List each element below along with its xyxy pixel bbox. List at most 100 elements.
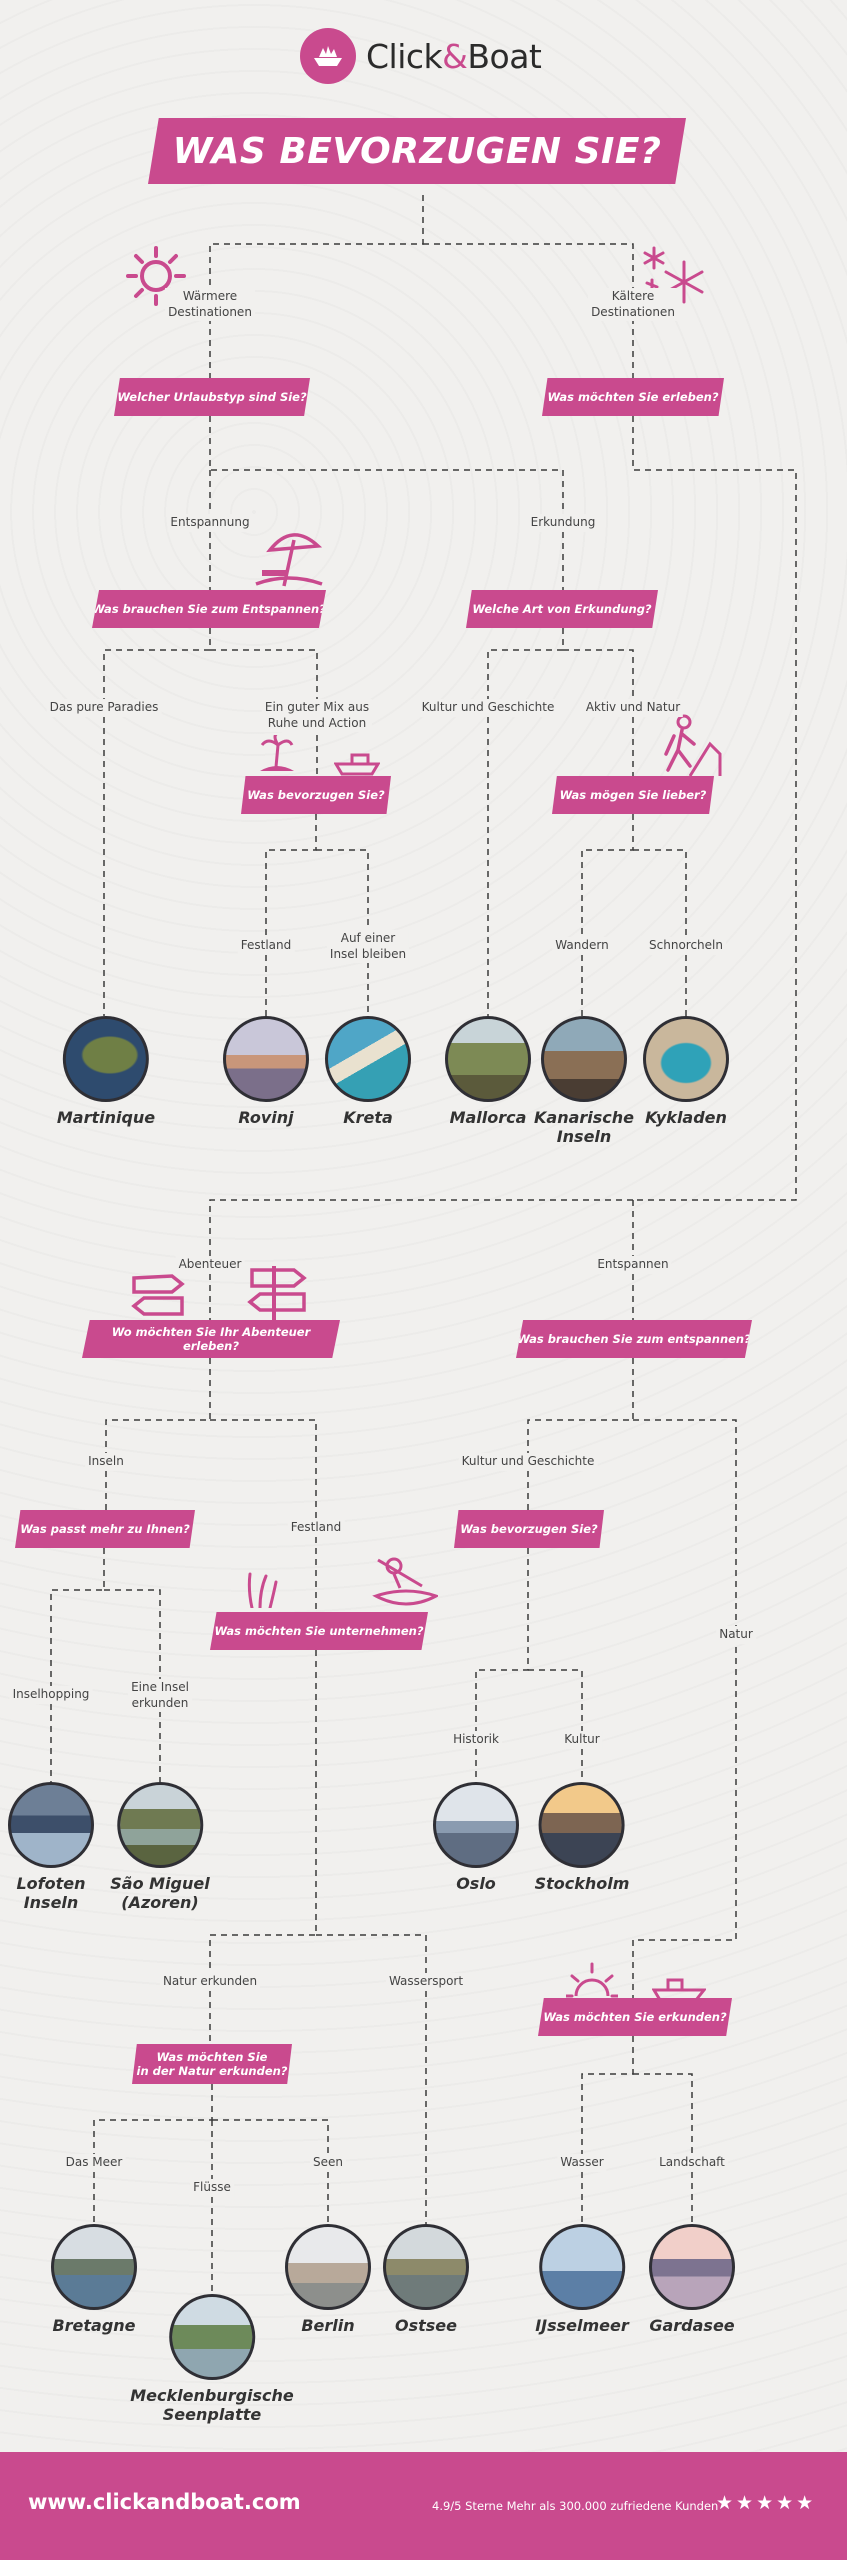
branch-cold-label: Kältere Destinationen [588,288,678,322]
question-moegen: Was mögen Sie lieber? [552,776,714,814]
connector-line [423,243,634,288]
destination-oslo[interactable]: Oslo [433,1782,519,1893]
question-erkundung: Welche Art von Erkundung? [466,590,658,628]
label-inseln: Inseln [85,1453,127,1471]
question-bevorzugen-cold: Was bevorzugen Sie? [454,1510,604,1548]
label-aktiv-natur: Aktiv und Natur [582,699,684,717]
destination-stockholm[interactable]: Stockholm [535,1782,629,1893]
connector-line [633,2073,693,2154]
question-erkunden: Was möchten Sie erkunden? [538,1998,732,2036]
page-title: WAS BEVORZUGEN SIE? [148,118,686,184]
destination-photo [285,2224,371,2310]
destination-sao-miguel[interactable]: São Miguel (Azoren) [110,1782,210,1912]
connector-line [103,628,211,699]
kayak-icon [372,1557,438,1606]
destination-kanarische[interactable]: Kanarische Inseln [534,1016,634,1146]
label-mix: Ein guter Mix aus Ruhe und Action [261,699,373,733]
connector-line [93,2084,213,2154]
connector-line [528,1669,583,1731]
destination-photo [649,2224,735,2310]
footer: www.clickandboat.com 4.9/5 Sterne Mehr a… [0,2452,847,2560]
question-urlaubstyp: Welcher Urlaubstyp sind Sie? [114,378,310,416]
question-unternehmen: Was möchten Sie unternehmen? [210,1612,428,1650]
connector-line [265,814,317,937]
connector-line [209,1199,633,1256]
signpost-icon [131,1274,185,1316]
destination-lofoten[interactable]: Lofoten Inseln [8,1782,94,1912]
destination-gardasee[interactable]: Gardasee [649,2224,735,2335]
connector-line [487,628,564,699]
label-natur-erkunden: Natur erkunden [159,1973,261,1991]
beach-umbrella-icon [255,533,323,587]
connector-line [316,1934,427,1973]
label-fluesse: Flüsse [190,2179,234,2197]
label-wasser: Wasser [557,2154,607,2172]
destination-photo [325,1016,411,1102]
question-entspannen-warm: Was brauchen Sie zum Entspannen? [92,590,326,628]
destination-photo [63,1016,149,1102]
label-festland-warm: Festland [237,937,295,955]
destination-kykladen[interactable]: Kykladen [643,1016,729,1127]
destination-photo [539,2224,625,2310]
brand-logo: Click&Boat [300,26,542,86]
label-inselhopping: Inselhopping [9,1686,93,1704]
label-kultur-geschichte-warm: Kultur und Geschichte [418,699,558,717]
destination-photo [445,1016,531,1102]
connector-line [212,2119,329,2154]
label-wassersport: Wassersport [385,1973,467,1991]
label-landschaft: Landschaft [656,2154,728,2172]
label-kultur-geschichte-cold: Kultur und Geschichte [458,1453,598,1471]
question-abenteuer: Wo möchten Sie Ihr Abenteuer erleben? [82,1320,340,1358]
connector-line [210,649,318,699]
destination-martinique[interactable]: Martinique [57,1016,155,1127]
connector-line [104,1589,161,1679]
connector-line [527,1358,634,1453]
label-das-meer: Das Meer [62,2154,126,2172]
label-pure-paradies: Das pure Paradies [46,699,162,717]
destination-bretagne[interactable]: Bretagne [51,2224,137,2335]
destination-kreta[interactable]: Kreta [325,1016,411,1127]
destination-berlin[interactable]: Berlin [285,2224,371,2335]
question-entspannen-cold: Was brauchen Sie zum entspannen? [516,1320,752,1358]
label-eine-insel: Eine Insel erkunden [128,1679,192,1713]
destination-photo [117,1782,203,1868]
label-kultur: Kultur [561,1731,603,1749]
destination-photo [168,2294,255,2380]
label-festland-cold: Festland [287,1519,345,1537]
label-entspannung: Entspannung [167,514,253,532]
label-erkundung: Erkundung [527,514,599,532]
destination-photo [433,1782,519,1868]
destination-mallorca[interactable]: Mallorca [445,1016,531,1127]
connector-line [563,649,634,699]
connector-line [209,195,424,288]
boat-icon [334,753,380,776]
connector-line [50,1548,105,1686]
branch-warm-label: Wärmere Destinationen [165,288,255,322]
reeds-icon [247,1572,278,1608]
label-insel-bleiben: Auf einer Insel bleiben [326,930,410,964]
destination-ostsee[interactable]: Ostsee [383,2224,469,2335]
connector-line [633,849,687,937]
label-schnorcheln: Schnorcheln [646,937,726,955]
destination-ijsselmeer[interactable]: IJsselmeer [535,2224,629,2335]
connector-line [105,1358,211,1453]
label-natur: Natur [716,1626,756,1644]
connector-line [210,1419,317,1519]
connector-line [581,2036,634,2154]
connector-line [632,416,797,1201]
sun-icon [566,1962,618,1998]
destination-mecklenburg[interactable]: Mecklenburgische Seenplatte [130,2294,294,2424]
rating-stars-icon: ★★★★★ [716,2492,817,2514]
footer-url-link[interactable]: www.clickandboat.com [28,2490,301,2514]
question-erleben: Was möchten Sie erleben? [542,378,724,416]
connector-line [632,1419,737,1998]
destination-rovinj[interactable]: Rovinj [223,1016,309,1127]
connector-line [581,814,634,937]
question-passt: Was passt mehr zu Ihnen? [15,1510,195,1548]
signpost-icon [247,1266,307,1326]
question-natur: Was möchten Sie in der Natur erkunden? [132,2044,292,2084]
island-icon [260,735,294,771]
hiker-icon [664,714,722,777]
connector-line [209,416,564,514]
